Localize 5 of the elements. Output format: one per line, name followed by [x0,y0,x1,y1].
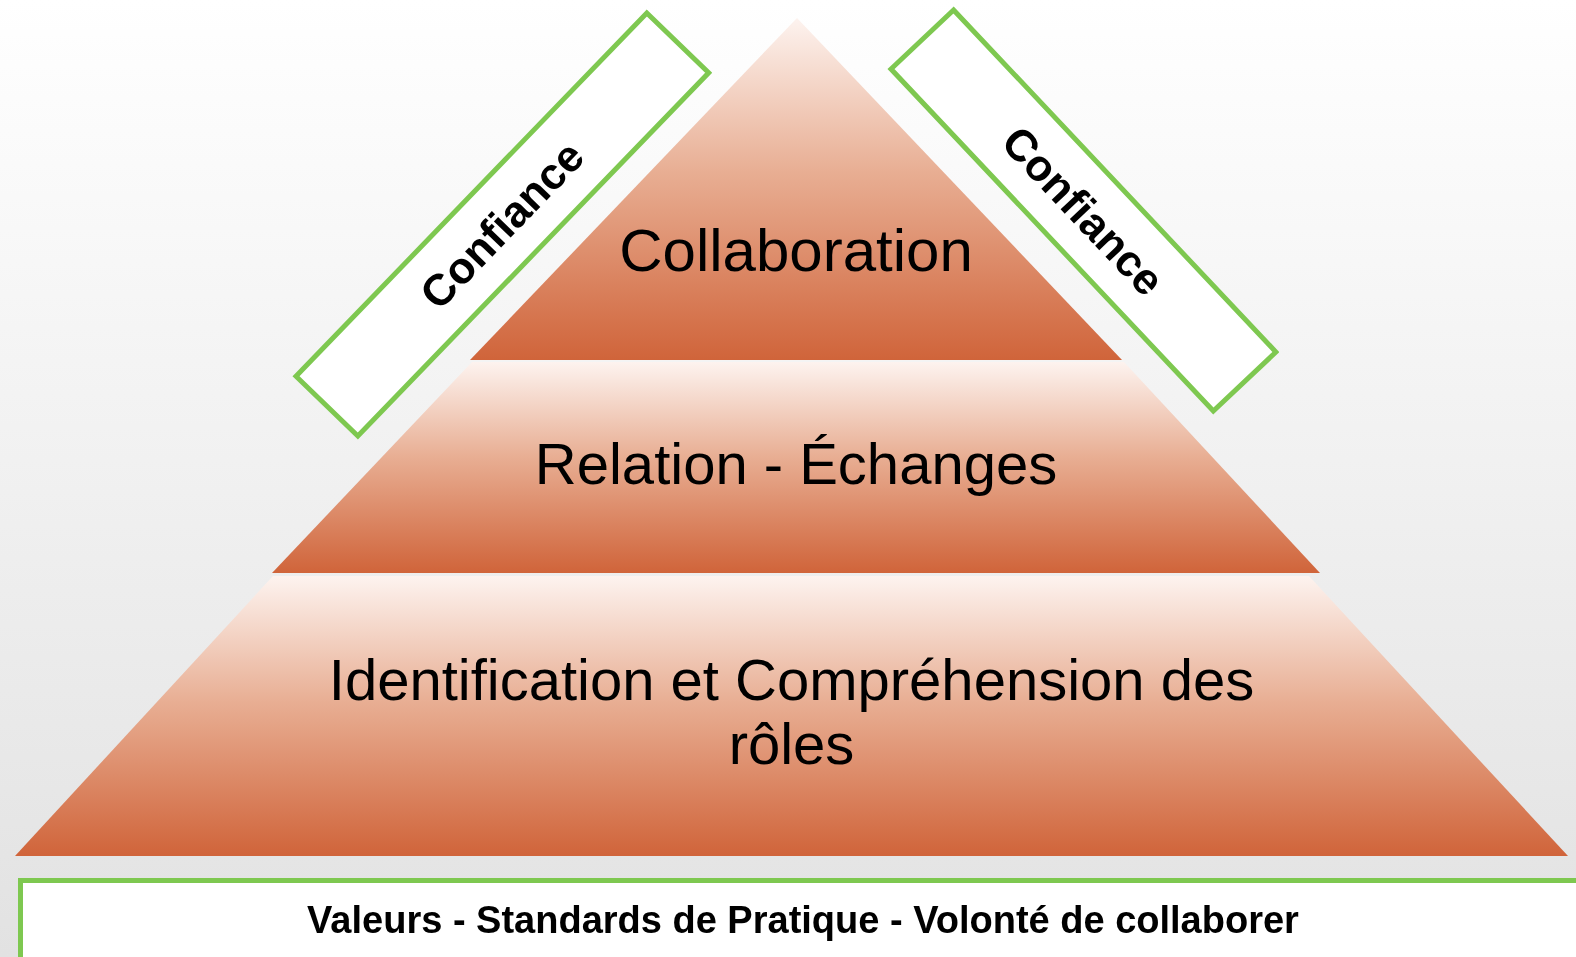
foundation-label: Valeurs - Standards de Pratique - Volonté de collaborer [307,898,1299,943]
tier-label: Relation - Échanges [533,432,1059,496]
foundation-bar [18,878,1576,957]
tier-label: Identification et Compréhension des rôles [327,648,1256,776]
tier-label: Collaboration [618,218,974,284]
